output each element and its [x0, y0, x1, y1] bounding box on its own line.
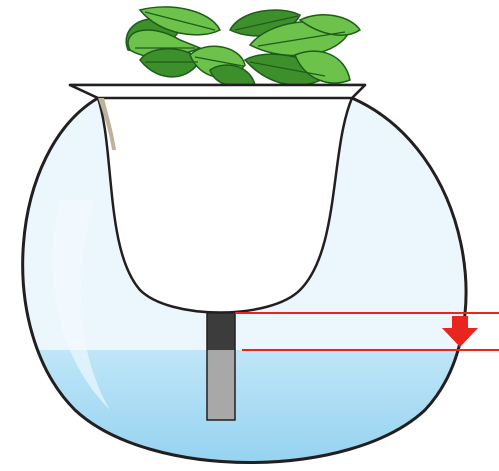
wick-dry-section: [207, 310, 235, 350]
plant-leaves-icon: [126, 7, 360, 87]
wick-wet-section: [207, 350, 235, 420]
leaf: [210, 65, 255, 87]
pot-rim: [70, 85, 365, 98]
leaf: [140, 49, 200, 77]
